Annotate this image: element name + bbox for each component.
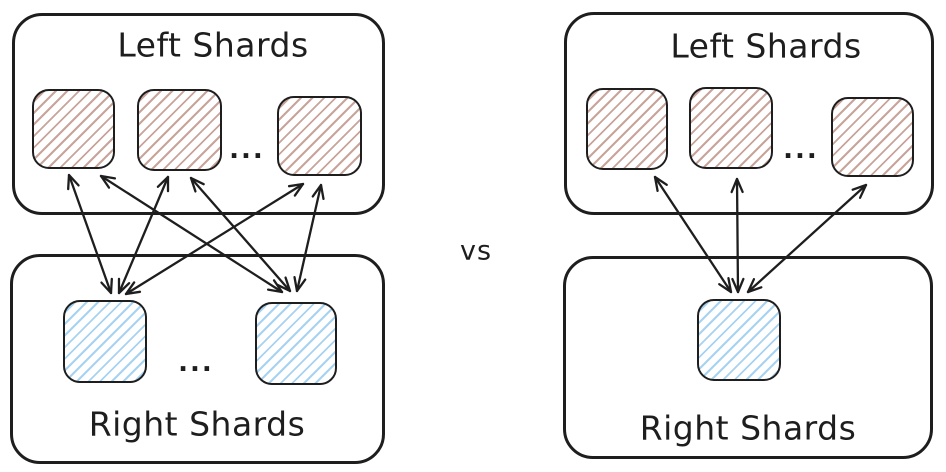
right-diagram-bottom-title: Right Shards xyxy=(639,408,857,448)
right-diagram-top-shard-2 xyxy=(689,87,773,169)
left-diagram-top-shard-3 xyxy=(277,96,362,176)
left-diagram-bottom-ellipsis: ... xyxy=(178,348,214,378)
vs-separator-label: vs xyxy=(459,235,493,267)
right-diagram-top-title: Left Shards xyxy=(670,26,862,66)
right-diagram-top-shard-1 xyxy=(586,88,668,170)
right-diagram-bottom-shard-1 xyxy=(697,299,781,381)
left-diagram-top-shard-1 xyxy=(32,89,115,169)
right-diagram-top-shard-3 xyxy=(831,97,914,177)
left-diagram-top-shard-2 xyxy=(137,89,222,171)
left-diagram-bottom-shard-1 xyxy=(63,300,147,383)
left-diagram-top-ellipsis: ... xyxy=(229,135,265,165)
left-diagram-bottom-title: Right Shards xyxy=(88,404,306,444)
left-diagram-bottom-shard-2 xyxy=(255,302,337,385)
right-diagram-top-ellipsis: ... xyxy=(783,135,819,165)
left-diagram-top-title: Left Shards xyxy=(117,25,309,65)
